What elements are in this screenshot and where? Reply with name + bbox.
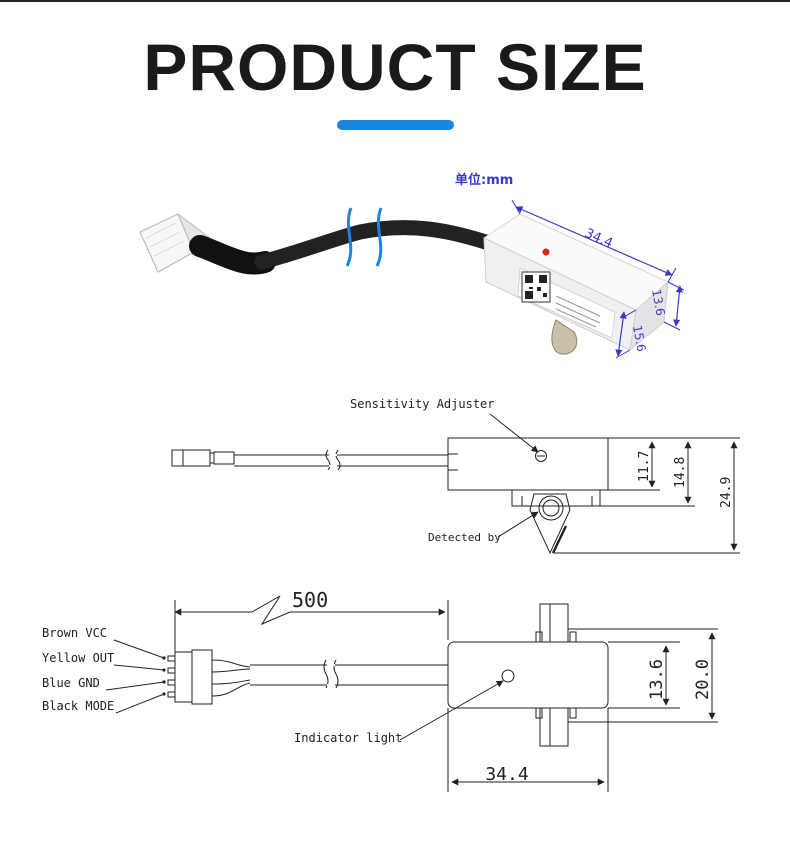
detected-object xyxy=(538,495,564,521)
unit-label: 单位:mm xyxy=(455,172,513,188)
side-connector xyxy=(171,449,211,467)
top-dim-outer-label: 20.0 xyxy=(693,659,713,700)
top-clip-lower xyxy=(539,707,569,747)
wire-label-yellow-out: Yellow OUT xyxy=(42,651,114,665)
wire-label-blue-gnd: Blue GND xyxy=(42,676,100,690)
photo-dim-depth: 15.6 xyxy=(615,309,648,359)
top-border-line xyxy=(0,0,790,2)
indicator-light xyxy=(501,669,515,683)
top-view-drawing xyxy=(105,595,718,792)
sensitivity-adjuster-label: Sensitivity Adjuster xyxy=(350,397,495,411)
top-connector xyxy=(174,651,193,703)
side-dim-c-label: 24.9 xyxy=(719,477,734,508)
indicator-light-label: Indicator light xyxy=(294,731,402,745)
top-dim-inner-label: 13.6 xyxy=(647,659,667,700)
cable-length-label: 500 xyxy=(292,588,328,612)
sensitivity-adjuster xyxy=(535,450,547,462)
photo-metal-clip xyxy=(551,319,578,355)
photo-cable xyxy=(254,220,503,270)
title-accent-bar xyxy=(337,120,454,130)
side-dim-b-label: 14.8 xyxy=(673,457,688,488)
detected-by-label: Detected by xyxy=(428,531,501,544)
wire-label-brown-vcc: Brown VCC xyxy=(42,626,107,640)
top-sensor-body xyxy=(447,641,609,709)
side-view-drawing xyxy=(171,413,740,555)
photo-dim-height-label: 13.6 xyxy=(649,288,667,317)
photo-dim-height: 13.6 xyxy=(649,281,685,331)
wire-label-black-mode: Black MODE xyxy=(42,699,114,713)
photo-dim-depth-label: 15.6 xyxy=(630,324,648,353)
top-clip-upper xyxy=(539,603,569,643)
side-dim-a-label: 11.7 xyxy=(637,451,652,482)
cable-break-mark-left xyxy=(345,207,353,267)
page-title: PRODUCT SIZE xyxy=(143,30,647,104)
product-photo: 单位:mm xyxy=(139,172,685,359)
photo-indicator-led xyxy=(542,248,550,256)
side-sensor-body xyxy=(447,437,609,491)
cable-break-mark-right xyxy=(375,207,383,267)
top-width-label: 34.4 xyxy=(485,764,528,785)
